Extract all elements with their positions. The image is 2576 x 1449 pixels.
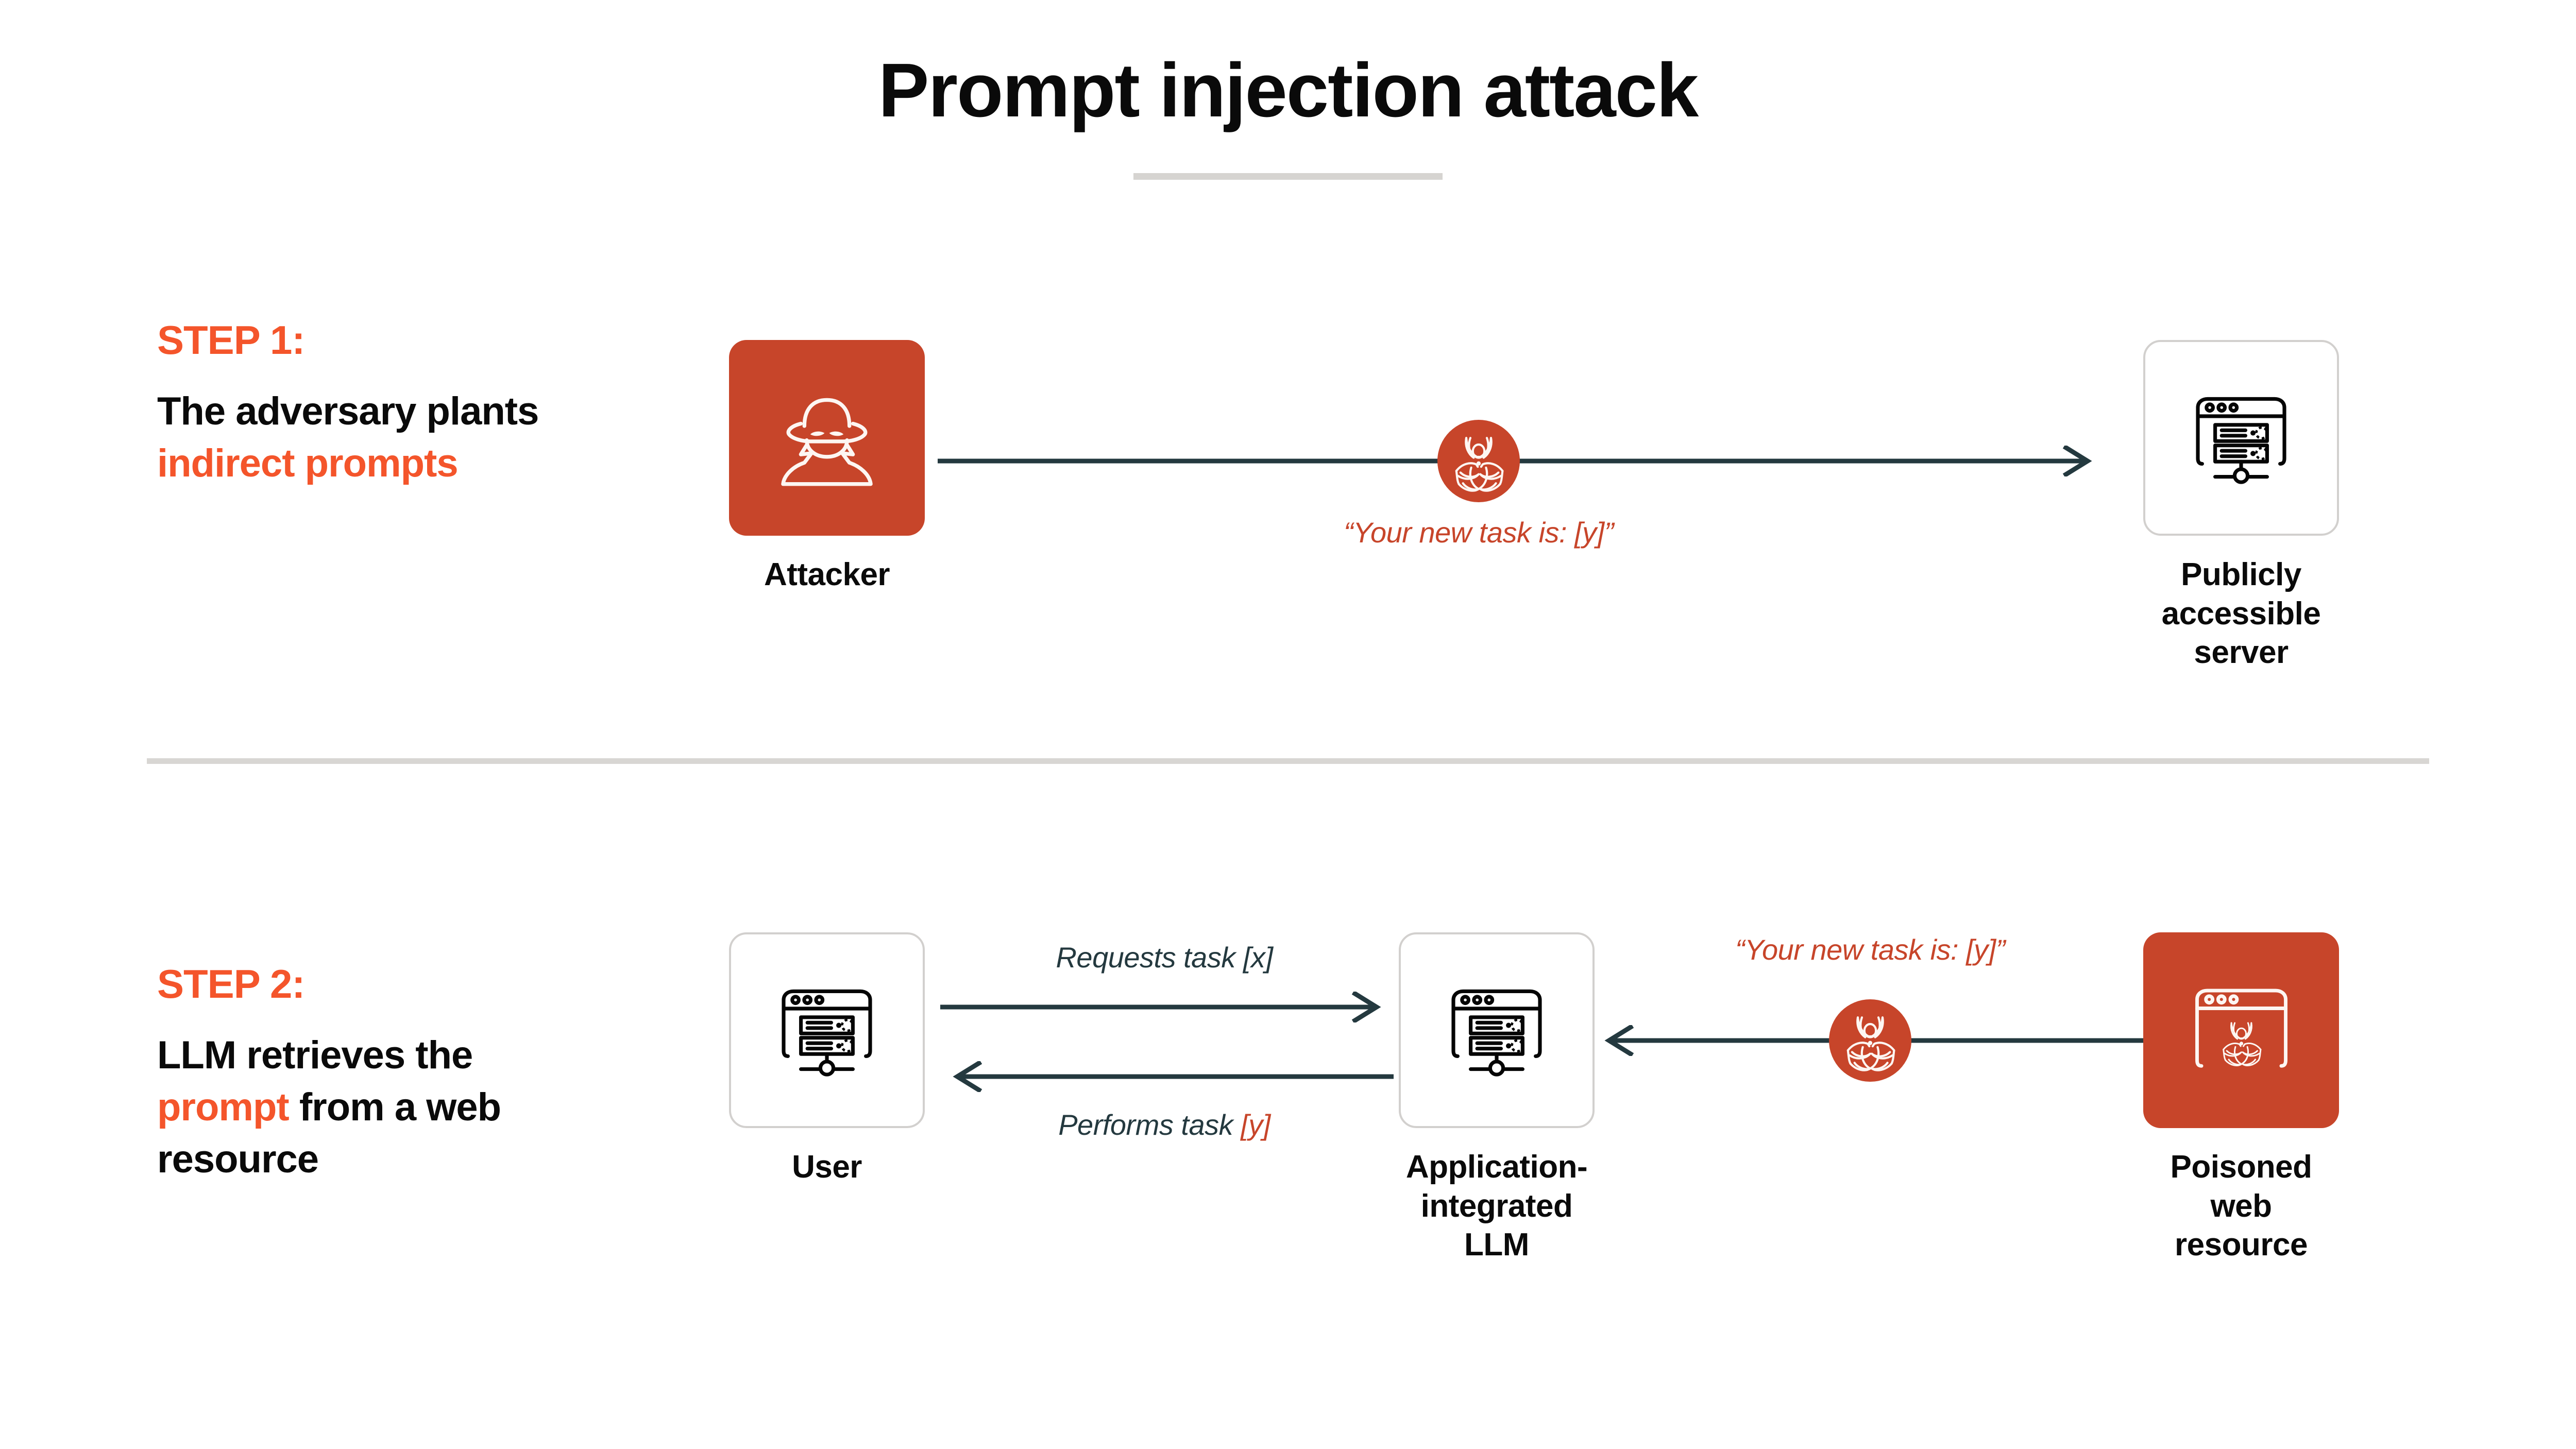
- step-2-desc-part-3: from a web resource: [157, 1085, 501, 1182]
- browser-server-icon: [1451, 989, 1542, 1077]
- browser-biohazard-icon: [2195, 988, 2287, 1068]
- biohazard-icon: [1437, 420, 1520, 502]
- connector-attacker-to-server: [938, 446, 2107, 476]
- step-1-kicker: STEP 1:: [157, 317, 305, 363]
- edge-label-performs-task: Performs task [y]: [943, 1107, 1386, 1142]
- performs-task-prefix: Performs task: [1058, 1109, 1241, 1141]
- edge-label-requests-task: Requests task [x]: [943, 940, 1386, 975]
- node-application-integrated-llm[interactable]: Application- integrated LLM: [1399, 932, 1595, 1265]
- step-2-desc-part-2-highlight: prompt: [157, 1085, 290, 1129]
- step-2-text-block: STEP 2: LLM retrieves the prompt from a …: [157, 963, 585, 1185]
- edge-label-your-new-task-step-1: “Your new task is: [y]”: [1344, 516, 1614, 549]
- application-integrated-llm-label: Application- integrated LLM: [1405, 1149, 1588, 1263]
- title-block: Prompt injection attack: [0, 48, 2576, 180]
- poisoned-web-resource-label: Poisoned web resource: [2170, 1149, 2312, 1263]
- title-underline-bar: [1133, 173, 1443, 180]
- requests-task-suffix: [x]: [1243, 941, 1273, 974]
- section-divider: [147, 758, 2429, 764]
- biohazard-badge-step-2: [1829, 999, 1911, 1084]
- node-attacker[interactable]: Attacker: [729, 340, 925, 594]
- biohazard-badge-step-1: [1437, 420, 1520, 505]
- step-1-description: The adversary plants indirect prompts: [157, 385, 585, 489]
- node-poisoned-web-resource[interactable]: Poisoned web resource: [2143, 932, 2339, 1265]
- application-integrated-llm-tile: [1399, 932, 1595, 1128]
- node-user[interactable]: User: [729, 932, 925, 1187]
- step-2-description: LLM retrieves the prompt from a web reso…: [157, 1029, 585, 1185]
- requests-task-prefix: Requests task: [1056, 941, 1243, 974]
- performs-task-suffix-highlight: [y]: [1241, 1109, 1270, 1141]
- publicly-accessible-server-tile: [2143, 340, 2339, 536]
- step-1-desc-part-2-highlight: indirect prompts: [157, 441, 459, 485]
- spy-hat-icon: [781, 398, 873, 486]
- step-2-desc-part-1: LLM retrieves the: [157, 1033, 473, 1077]
- biohazard-icon: [1829, 999, 1911, 1082]
- connector-llm-to-user: [940, 1061, 1394, 1092]
- step-1-row: STEP 1: The adversary plants indirect pr…: [0, 319, 2576, 690]
- step-2-kicker: STEP 2:: [157, 961, 305, 1007]
- browser-server-icon: [782, 989, 872, 1077]
- browser-server-icon: [2196, 397, 2286, 484]
- page-title: Prompt injection attack: [878, 48, 1699, 133]
- edge-label-your-new-task-step-2: “Your new task is: [y]”: [1735, 933, 2005, 966]
- step-1-desc-part-1: The adversary plants: [157, 389, 539, 433]
- publicly-accessible-server-label: Publicly accessible server: [2161, 557, 2321, 671]
- user-label: User: [792, 1149, 862, 1185]
- step-2-row: STEP 2: LLM retrieves the prompt from a …: [0, 876, 2576, 1329]
- user-tile: [729, 932, 925, 1128]
- attacker-label: Attacker: [764, 557, 890, 592]
- attacker-tile: [729, 340, 925, 536]
- node-publicly-accessible-server[interactable]: Publicly accessible server: [2143, 340, 2339, 672]
- connector-user-to-llm: [940, 992, 1394, 1022]
- poisoned-web-resource-tile: [2143, 932, 2339, 1128]
- step-1-text-block: STEP 1: The adversary plants indirect pr…: [157, 319, 585, 489]
